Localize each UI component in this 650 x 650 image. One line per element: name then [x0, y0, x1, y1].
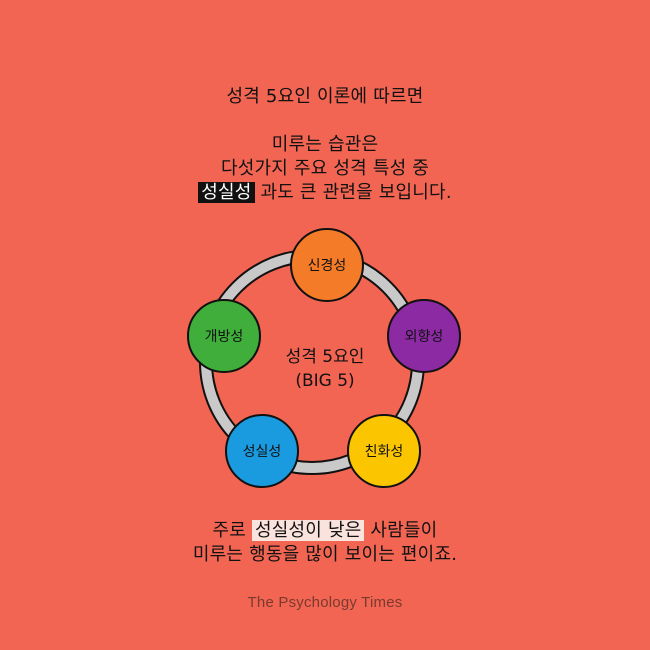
node-neuroticism-label: 신경성	[308, 258, 347, 274]
node-conscientiousness-circle	[225, 414, 299, 488]
intro-highlight-conscientiousness: 성실성	[198, 182, 255, 203]
node-openness-label: 개방성	[205, 329, 244, 345]
node-conscientiousness: 성실성	[225, 414, 299, 488]
node-agreeableness: 친화성	[347, 414, 421, 488]
intro-line-2: 미루는 습관은	[271, 134, 379, 155]
center-title: 성격 5요인	[286, 347, 365, 367]
footer-brand: The Psychology Times	[247, 594, 403, 611]
node-agreeableness-circle	[347, 414, 421, 488]
conclusion-highlight: 성실성이 낮은	[252, 520, 365, 541]
center-subtitle: (BIG 5)	[295, 371, 354, 391]
intro-line-4: 성실성 과도 큰 관련을 보입니다.	[0, 182, 650, 204]
intro-line-1: 성격 5요인 이론에 따르면	[226, 86, 424, 107]
conclusion-line-1: 주로 성실성이 낮은 사람들이	[0, 520, 650, 542]
node-openness: 개방성	[187, 299, 261, 373]
node-openness-circle	[187, 299, 261, 373]
node-conscientiousness-label: 성실성	[243, 444, 282, 460]
conclusion-line-2: 미루는 행동을 많이 보이는 편이죠.	[192, 544, 458, 565]
node-extraversion-label: 외향성	[405, 329, 444, 345]
intro-line-4-rest: 과도 큰 관련을 보입니다.	[254, 182, 452, 203]
node-neuroticism: 신경성	[290, 228, 364, 302]
conclusion-line-1-pre: 주로	[212, 520, 252, 541]
node-extraversion: 외향성	[387, 299, 461, 373]
node-agreeableness-label: 친화성	[365, 444, 404, 460]
conclusion-line-1-post: 사람들이	[364, 520, 438, 541]
node-extraversion-circle	[387, 299, 461, 373]
node-neuroticism-circle	[290, 228, 364, 302]
intro-line-3: 다섯가지 주요 성격 특성 중	[220, 158, 430, 179]
